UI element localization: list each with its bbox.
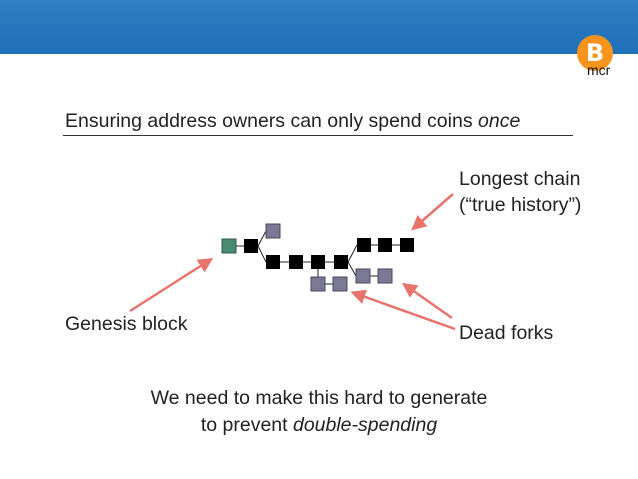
main-block bbox=[357, 238, 371, 252]
link-fork-right bbox=[347, 261, 357, 277]
caption-text: to prevent bbox=[200, 414, 293, 436]
main-block bbox=[311, 255, 325, 269]
link-main-down bbox=[257, 245, 267, 263]
dead-fork-block bbox=[265, 223, 281, 239]
bitcoin-logo: B mcr bbox=[577, 35, 617, 78]
dead-fork-block bbox=[310, 276, 326, 292]
title-text: Ensuring address owners can only spend c… bbox=[65, 110, 478, 132]
annotation-arrows bbox=[129, 193, 456, 331]
dead-fork-block bbox=[355, 268, 371, 284]
label-true-history: (“true history”) bbox=[459, 194, 582, 216]
logo-text: mcr bbox=[587, 62, 611, 78]
main-block bbox=[289, 255, 303, 269]
main-block bbox=[400, 238, 414, 252]
bitcoin-icon: B bbox=[577, 35, 613, 71]
chain-links bbox=[236, 230, 400, 285]
caption-line-1: We need to make this hard to generate bbox=[150, 387, 488, 409]
arrow-longest-chain bbox=[411, 193, 454, 231]
link-fork-top bbox=[257, 230, 267, 247]
label-dead-forks: Dead forks bbox=[459, 322, 554, 344]
title-emphasis: once bbox=[478, 110, 521, 132]
genesis-block bbox=[221, 238, 237, 254]
arrow-dead-fork-right bbox=[401, 282, 453, 320]
caption-emphasis: double-spending bbox=[292, 414, 438, 436]
main-block bbox=[266, 255, 280, 269]
label-genesis-block: Genesis block bbox=[65, 313, 188, 335]
main-block bbox=[378, 238, 392, 252]
title-underline bbox=[63, 135, 573, 136]
main-block bbox=[334, 255, 348, 269]
arrow-genesis bbox=[129, 257, 214, 313]
label-longest-chain: Longest chain bbox=[459, 168, 581, 190]
slide-title: Ensuring address owners can only spend c… bbox=[65, 110, 520, 133]
dead-fork-block bbox=[377, 268, 393, 284]
main-block bbox=[244, 239, 258, 253]
arrow-dead-fork-lower bbox=[350, 289, 456, 331]
header-bar bbox=[0, 0, 638, 54]
dead-fork-block bbox=[332, 276, 348, 292]
link-main-up bbox=[347, 244, 358, 263]
caption-line-2: to prevent double-spending bbox=[0, 411, 638, 439]
